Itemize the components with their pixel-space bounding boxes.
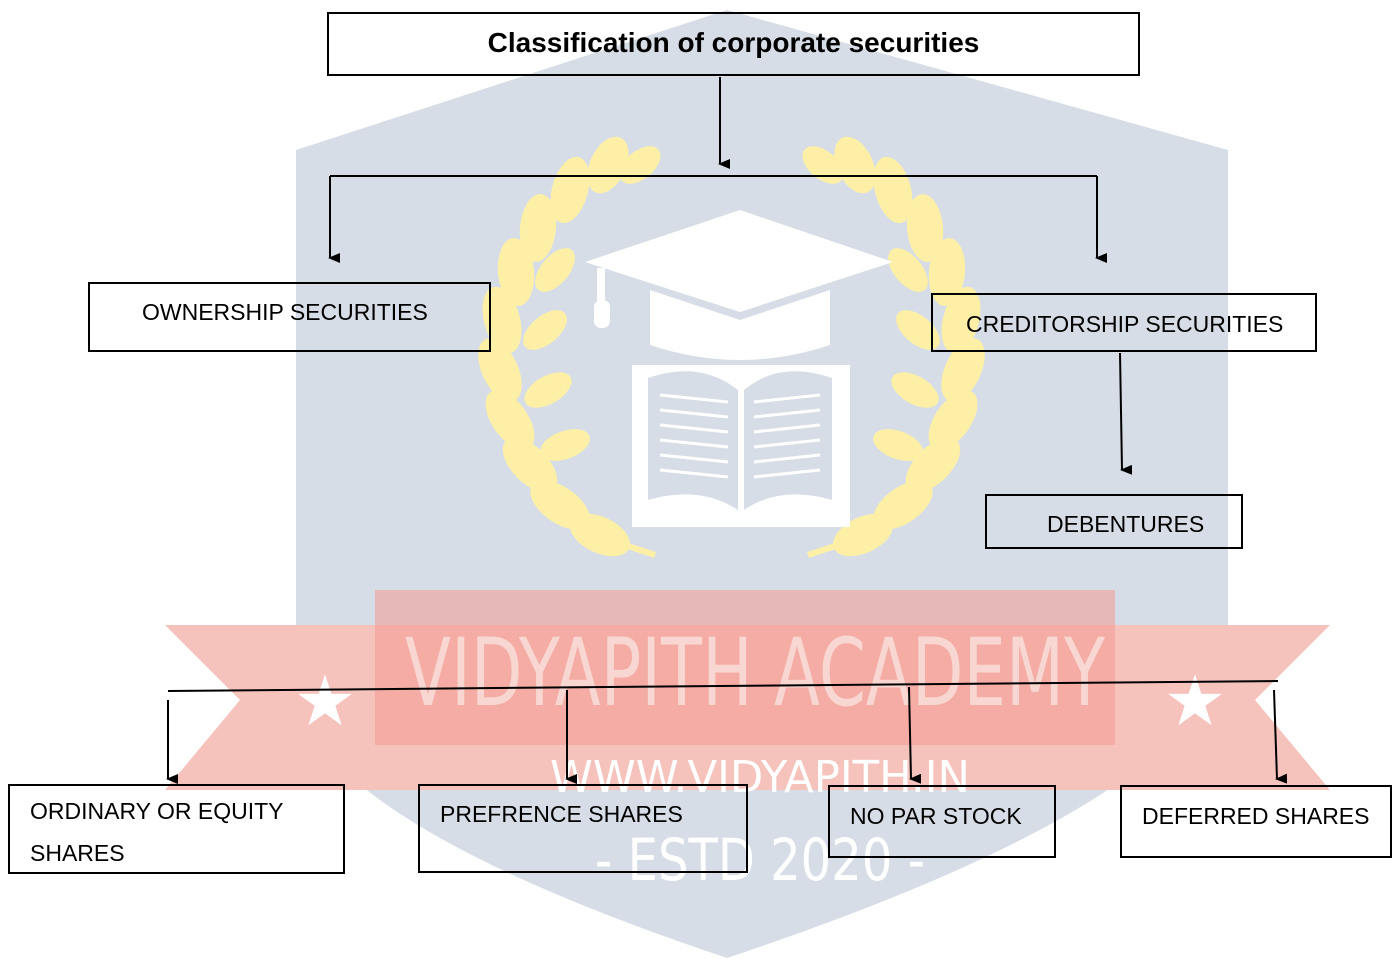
equity-shares-label-line1: ORDINARY OR EQUITY [30,798,284,824]
star-left-icon: ★ [294,660,357,742]
share-types-connector [167,680,1279,692]
debentures-arrow [1119,352,1133,475]
graduation-cap-icon [585,210,893,360]
deferred-arrow [1273,689,1288,784]
laurel-left-icon [478,136,661,558]
diagram-title: Classification of corporate securities [487,27,980,58]
equity-shares-label-line2: SHARES [30,840,125,866]
watermark-established: - ESTD 2020 - [595,826,925,894]
title-box: Classification of corporate securities [327,12,1140,76]
preference-shares-box: PREFRENCE SHARES [418,784,748,873]
no-par-stock-box: NO PAR STOCK [828,785,1056,858]
preference-shares-label: PREFRENCE SHARES [440,801,683,827]
ownership-securities-label: OWNERSHIP SECURITIES [142,299,428,325]
debentures-label: DEBENTURES [1047,511,1205,537]
watermark-academy-name: VIDYAPITH ACADEMY [405,619,1105,728]
creditorship-securities-label: CREDITORSHIP SECURITIES [966,311,1284,337]
nopar-arrow [908,686,922,784]
watermark-url: WWW.VIDYAPITH.IN [550,752,970,803]
debentures-box: DEBENTURES [985,494,1243,549]
no-par-stock-label: NO PAR STOCK [850,803,1022,829]
creditorship-securities-box: CREDITORSHIP SECURITIES [931,293,1317,352]
deferred-shares-label: DEFERRED SHARES [1142,803,1370,829]
equity-shares-box: ORDINARY OR EQUITY SHARES [8,784,345,874]
ownership-securities-box: OWNERSHIP SECURITIES [88,282,491,352]
open-book-icon [632,365,850,527]
deferred-shares-box: DEFERRED SHARES [1120,785,1392,858]
ribbon-inner [375,590,1115,745]
star-right-icon: ★ [1164,660,1227,742]
